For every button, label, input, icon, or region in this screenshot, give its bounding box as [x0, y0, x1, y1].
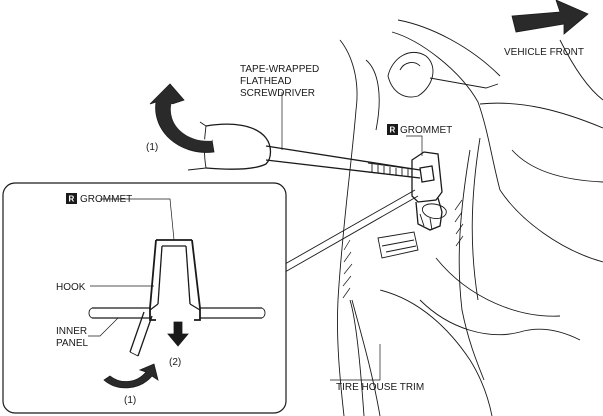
screwdriver-label-line2: FLATHEAD	[240, 76, 292, 87]
vehicle-body-linework	[337, 19, 603, 416]
text-labels: VEHICLE FRONT TAPE-WRAPPED FLATHEAD SCRE…	[56, 47, 584, 406]
replace-badge-detail-letter: R	[69, 195, 75, 204]
replace-badge-detail	[66, 193, 77, 204]
step-2-label: (2)	[169, 357, 181, 368]
screwdriver-label-line3: SCREWDRIVER	[240, 88, 315, 99]
vehicle-front-arrow	[511, 0, 589, 35]
grommet-label-main: GROMMET	[400, 125, 452, 136]
grommet-label-detail: GROMMET	[80, 194, 132, 205]
flathead-screwdriver	[187, 121, 421, 179]
step-1-label-top: (1)	[146, 142, 158, 153]
replace-badge-letter: R	[390, 126, 396, 135]
screwdriver-label-line1: TAPE-WRAPPED	[240, 64, 319, 75]
tire-house-trim-label: TIRE HOUSE TRIM	[336, 382, 424, 393]
detail-inset-panel	[2, 182, 287, 414]
replace-badge	[387, 124, 398, 135]
leader-lines	[88, 92, 423, 381]
grommet-main-part	[411, 151, 447, 231]
vehicle-front-label: VEHICLE FRONT	[504, 47, 584, 58]
hook-label: HOOK	[56, 282, 86, 293]
detail-callout-lines	[284, 189, 419, 273]
step-1-label-bottom: (1)	[124, 395, 136, 406]
inner-panel-label-line2: PANEL	[56, 338, 88, 349]
inner-panel-label-line1: INNER	[56, 326, 87, 337]
rotation-arrow-top	[149, 83, 215, 153]
